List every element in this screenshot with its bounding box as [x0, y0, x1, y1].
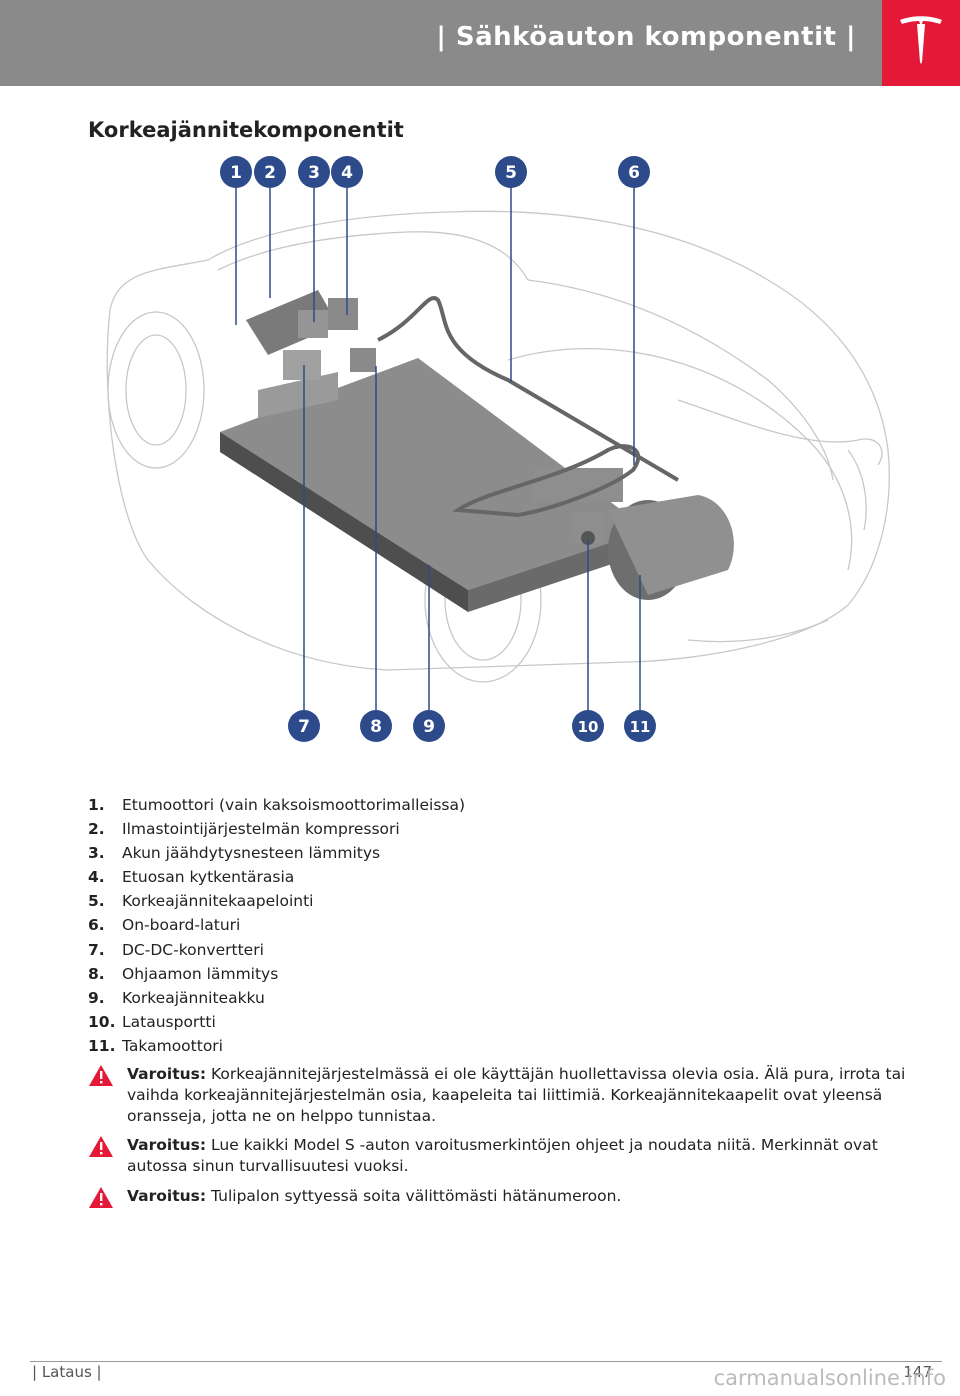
legend-label: Latausportti	[122, 1012, 216, 1031]
legend-number: 1.	[88, 796, 105, 814]
legend-label: Korkeajänniteakku	[122, 988, 265, 1007]
warning-label: Varoitus:	[127, 1065, 207, 1083]
legend-label: Ilmastointijärjestelmän kompressori	[122, 820, 400, 839]
callout-number: 2	[264, 163, 276, 183]
callout-leader-lines	[235, 188, 641, 710]
legend-item: 7. DC-DC-konvertteri	[88, 939, 908, 963]
legend-number: 5.	[88, 892, 105, 911]
callout-number: 1	[230, 163, 242, 183]
legend-number: 9.	[88, 988, 105, 1007]
legend-label: Ohjaamon lämmitys	[122, 964, 279, 983]
header-bar: | Sähköauton komponentit |	[0, 0, 960, 86]
car-outline	[106, 210, 890, 683]
legend-number: 6.	[88, 916, 105, 935]
section-title: Korkeajännitekomponentit	[88, 118, 404, 142]
battery-pack	[220, 358, 648, 612]
component-legend: 1. Etumoottori (vain kaksoismoottorimalle…	[88, 794, 908, 1059]
callout-number: 11	[630, 718, 651, 736]
callout-number: 5	[505, 163, 517, 183]
warning-label: Varoitus:	[127, 1187, 207, 1205]
rear-motor	[608, 495, 734, 600]
legend-item: 9. Korkeajänniteakku	[88, 987, 908, 1011]
callout-number: 4	[341, 163, 353, 183]
warning-label: Varoitus:	[127, 1136, 207, 1154]
brand-logo-box	[882, 0, 960, 86]
warning-block: Varoitus: Korkeajännitejärjestelmässä ei…	[88, 1064, 908, 1127]
legend-number: 10.	[88, 1012, 116, 1031]
legend-item: 3. Akun jäähdytysnesteen lämmitys	[88, 842, 908, 866]
callout-number: 3	[308, 163, 320, 183]
callout-circle	[413, 710, 445, 742]
legend-item: 10. Latausportti	[88, 1011, 908, 1035]
legend-number: 11.	[88, 1036, 116, 1055]
warning-triangle-icon	[89, 1065, 113, 1086]
legend-label: Korkeajännitekaapelointi	[122, 892, 314, 911]
legend-item: 2. Ilmastointijärjestelmän kompressori	[88, 818, 908, 842]
legend-number: 3.	[88, 844, 105, 863]
warning-block: Varoitus: Lue kaikki Model S -auton varo…	[88, 1135, 908, 1177]
page-header-title: | Sähköauton komponentit |	[436, 22, 856, 52]
page-number: 147	[903, 1363, 932, 1381]
callout-circle	[495, 156, 527, 188]
legend-label: Akun jäähdytysnesteen lämmitys	[122, 844, 381, 863]
legend-item: 4. Etuosan kytkentärasia	[88, 866, 908, 890]
callout-circle	[331, 156, 363, 188]
legend-item: 1. Etumoottori (vain kaksoismoottorimalle…	[88, 794, 908, 818]
callout-number: 7	[298, 717, 310, 737]
legend-item: 5. Korkeajännitekaapelointi	[88, 890, 908, 914]
warning-triangle-icon	[89, 1136, 113, 1157]
high-voltage-components-diagram: 1 2 3 4 5 6 7 8 9 10 11	[106, 156, 890, 742]
legend-label: Etuosan kytkentärasia	[122, 868, 295, 887]
callout-circle	[618, 156, 650, 188]
callout-circle	[254, 156, 286, 188]
warning-message: Lue kaikki Model S -auton varoitusmerkin…	[127, 1136, 878, 1175]
callout-number: 6	[628, 163, 640, 183]
legend-label: On-board-laturi	[122, 916, 241, 935]
callout-circle	[298, 156, 330, 188]
tesla-logo-icon	[900, 16, 942, 64]
warning-text: Varoitus: Korkeajännitejärjestelmässä ei…	[127, 1064, 908, 1127]
callout-circle	[360, 710, 392, 742]
callout-circle	[220, 156, 252, 188]
legend-number: 7.	[88, 940, 105, 959]
legend-label: Etumoottori (vain kaksoismoottorimalleis…	[122, 796, 466, 814]
callout-number: 10	[578, 718, 599, 736]
legend-number: 8.	[88, 964, 105, 983]
legend-item: 11. Takamoottori	[88, 1035, 908, 1059]
callout-circle	[624, 710, 656, 742]
legend-item: 8. Ohjaamon lämmitys	[88, 963, 908, 987]
legend-number: 2.	[88, 820, 105, 839]
legend-label: DC-DC-konvertteri	[122, 940, 264, 959]
warning-message: Tulipalon syttyessä soita välittömästi h…	[211, 1187, 622, 1205]
legend-label: Takamoottori	[122, 1036, 223, 1055]
callout-circle	[572, 710, 604, 742]
callout-circle	[288, 710, 320, 742]
warning-message: Korkeajännitejärjestelmässä ei ole käytt…	[127, 1065, 906, 1125]
callout-number: 9	[423, 717, 435, 737]
warning-text: Varoitus: Lue kaikki Model S -auton varo…	[127, 1135, 908, 1177]
legend-item: 6. On-board-laturi	[88, 914, 908, 938]
legend-number: 4.	[88, 868, 105, 887]
callout-markers: 1 2 3 4 5 6 7 8 9 10 11	[220, 156, 656, 742]
footer-section-label: | Lataus |	[32, 1363, 102, 1381]
footer-divider	[30, 1361, 942, 1362]
warning-text: Varoitus: Tulipalon syttyessä soita väli…	[127, 1186, 908, 1207]
warning-triangle-icon	[89, 1187, 113, 1208]
callout-number: 8	[370, 717, 382, 737]
watermark: carmanualsonline.info	[713, 1366, 946, 1390]
front-components	[246, 290, 376, 380]
warning-block: Varoitus: Tulipalon syttyessä soita väli…	[88, 1186, 908, 1208]
